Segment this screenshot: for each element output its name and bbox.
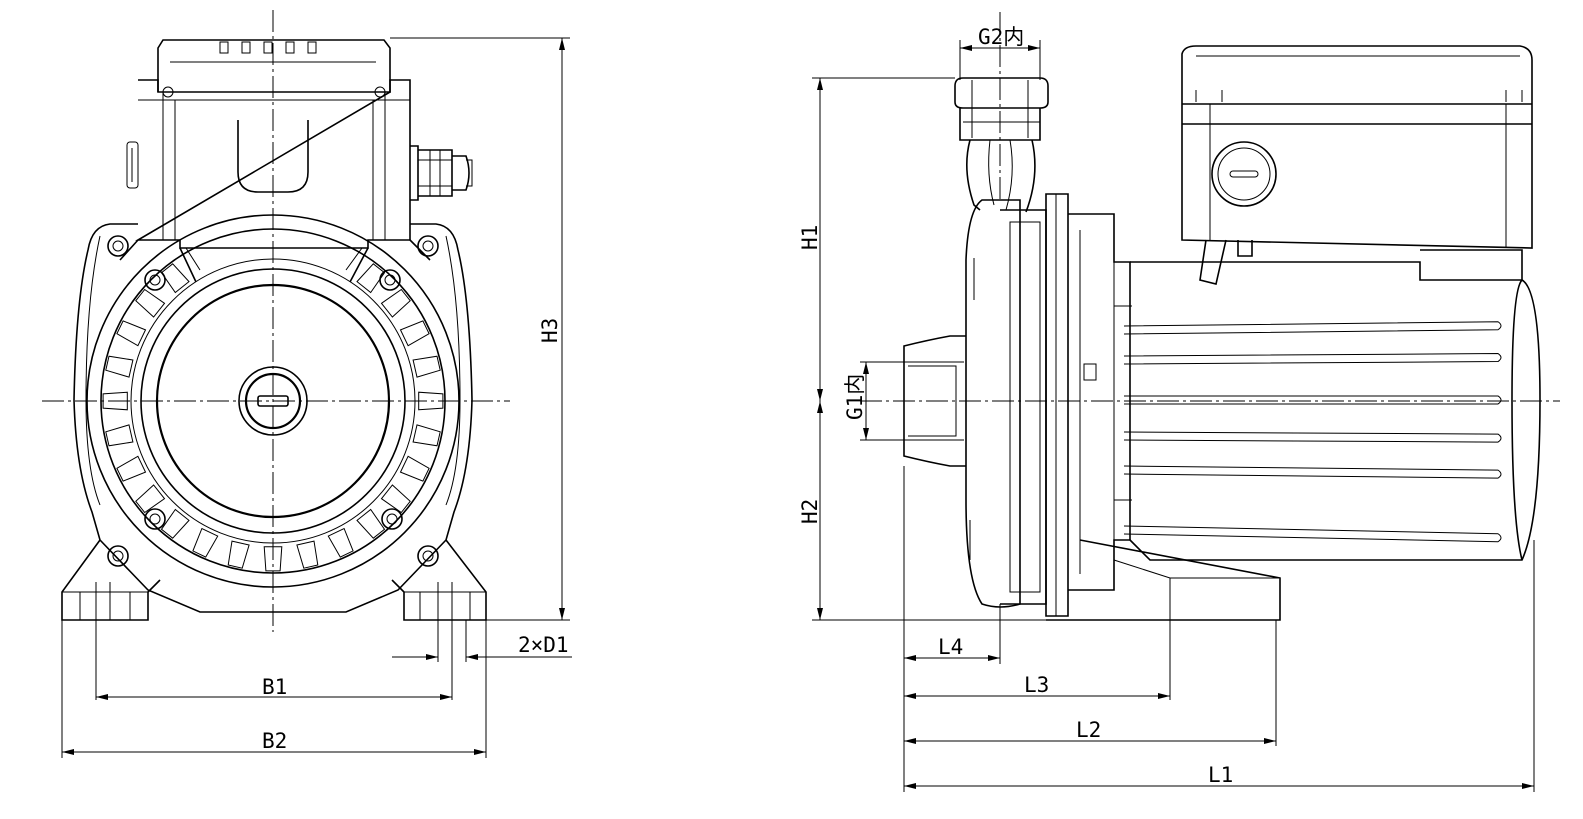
volute-rim [86,214,460,588]
cable-gland [410,145,473,201]
inlet-port [238,366,308,436]
h2-label: H2 [798,499,822,524]
motor-cooling-fins [1123,321,1502,543]
front-rib [296,540,319,569]
motor-fin [1123,321,1502,335]
front-rib [418,391,444,411]
front-rib [380,484,411,514]
l1-label: L1 [1208,763,1233,787]
front-rib [102,391,128,411]
front-cooling-ribs [102,263,444,572]
l2-label: L2 [1076,718,1101,742]
front-rib [135,484,166,514]
front-rib [399,320,430,347]
motor-fin [1123,525,1502,543]
b2-label: B2 [262,729,287,753]
front-rib [192,527,219,558]
side-dimensions: G2内 H1 H2 G1内 L4 L3 L2 L1 [798,25,1535,792]
front-rib [399,455,430,482]
l3-label: L3 [1024,673,1049,697]
front-rib [356,508,386,539]
inlet-nozzle [903,335,966,467]
b1-label: B1 [262,675,287,699]
motor-fin [1123,465,1502,479]
side-view: G2内 H1 H2 G1内 L4 L3 L2 L1 [798,12,1560,792]
front-view: B1 B2 2×D1 H3 [42,10,572,758]
motor-fin [1123,395,1502,405]
front-rib [116,320,147,347]
side-terminal-box [1181,45,1533,285]
h3-label: H3 [538,318,562,343]
d1-label: 2×D1 [518,633,569,657]
front-rib [263,546,283,572]
outlet-port [954,77,1049,213]
front-rib [380,288,411,318]
pump-casing [965,193,1132,617]
front-rib [412,424,441,447]
front-rib [412,355,441,378]
terminal-box [126,39,411,249]
l4-label: L4 [938,635,963,659]
g2-label: G2内 [978,25,1024,49]
front-rib [105,424,134,447]
motor-fin [1123,431,1502,443]
front-rib [116,455,147,482]
front-rib [105,355,134,378]
front-rib [227,540,250,569]
front-bolts [107,235,439,567]
front-dimensions: B1 B2 2×D1 H3 [61,37,572,758]
motor-housing [61,223,487,621]
motor-fin [1123,353,1502,365]
g1-label: G1内 [843,374,867,420]
front-rib [160,508,190,539]
front-rib [135,288,166,318]
h1-label: H1 [798,225,822,250]
front-rib [327,527,354,558]
motor-body [1046,261,1541,621]
